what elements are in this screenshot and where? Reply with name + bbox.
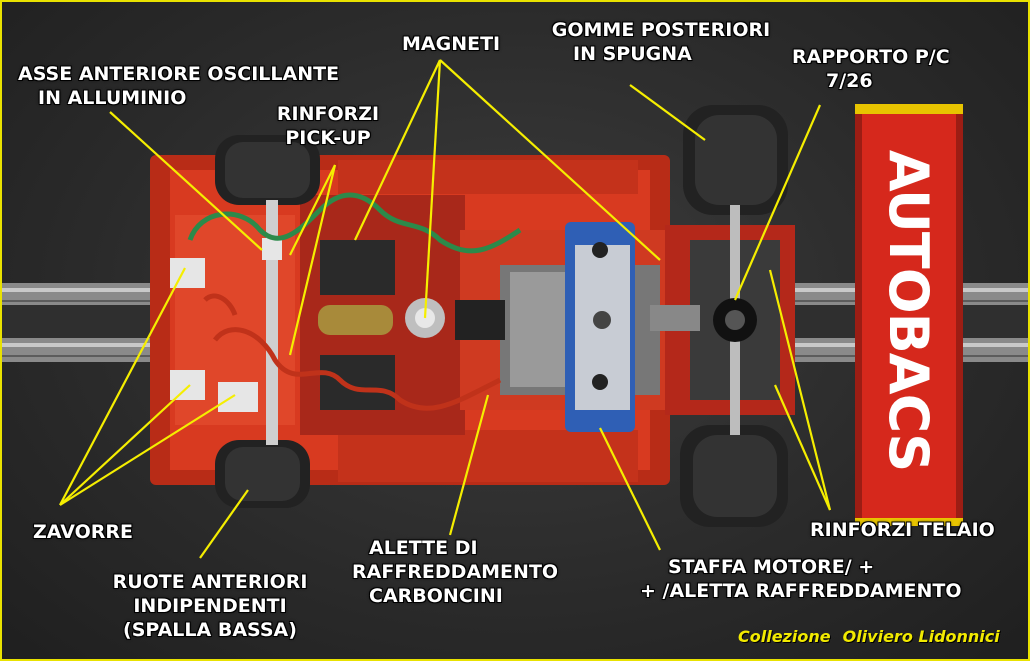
wires [187, 192, 522, 411]
label-rinforzi-telaio: RINFORZI TELAIO [810, 519, 995, 541]
label-asse-anteriore: ASSE ANTERIORE OSCILLANTE IN ALLUMINIO [18, 63, 340, 109]
label-staffa: STAFFA MOTORE/ + + /ALETTA RAFFREDDAMENT… [640, 556, 962, 602]
wing-brand: AUTOBACS [859, 140, 959, 480]
leader-lines [59, 59, 832, 559]
label-zavorre: ZAVORRE [33, 521, 133, 543]
label-rinforzi-pickup: RINFORZI PICK-UP [276, 103, 380, 149]
front-wheels [215, 135, 320, 508]
rear-wheels [680, 105, 788, 527]
label-rapporto: RAPPORTO P/C 7/26 [792, 46, 950, 92]
magnets [318, 240, 445, 410]
label-gomme-posteriori: GOMME POSTERIORI IN SPUGNA [551, 19, 771, 65]
label-alette: ALETTE DI RAFFREDDAMENTO CARBONCINI [352, 537, 559, 607]
label-ruote-anteriori: RUOTE ANTERIORI INDIPENDENTI (SPALLA BAS… [112, 571, 308, 641]
wing-brand-text: AUTOBACS [877, 149, 941, 471]
rear-wing [855, 104, 963, 526]
ballast-weights [170, 258, 258, 412]
motor [455, 222, 700, 432]
label-magneti: MAGNETI [402, 33, 501, 55]
